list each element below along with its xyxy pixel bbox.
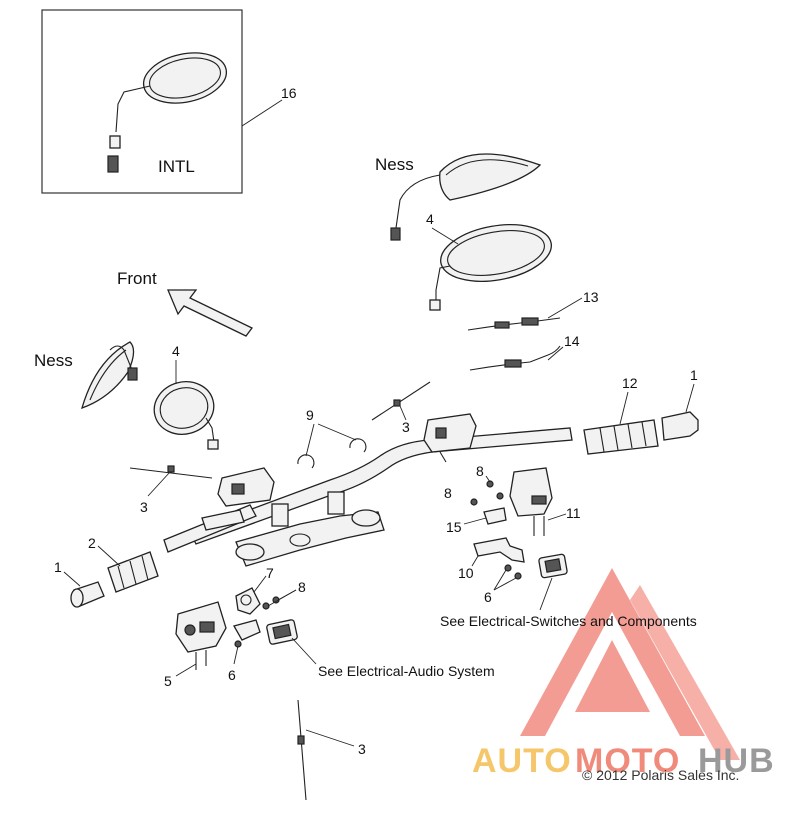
cable-tie-3-left	[129, 465, 213, 497]
cable-14	[469, 345, 564, 371]
inset-frame	[41, 9, 243, 194]
watermark-triangle-inner	[630, 585, 740, 760]
grip-2	[97, 545, 159, 593]
watermark-auto: AUTO	[472, 742, 572, 780]
left-switch-housing	[175, 601, 227, 677]
callout-3-bottom: 3	[358, 741, 366, 757]
callout-8-left: 8	[298, 579, 306, 595]
bracket-10	[471, 537, 525, 567]
callout-14: 14	[564, 333, 580, 349]
callout-3-upper: 3	[402, 419, 410, 435]
label-ness-left: Ness	[34, 351, 73, 370]
switch-module-right	[538, 553, 568, 611]
cable-tie-3-bottom	[297, 699, 355, 801]
watermark-triangle	[520, 568, 705, 736]
ness-mirror-left	[81, 341, 138, 410]
right-switch-housing	[509, 467, 567, 536]
mirror-4-top	[429, 224, 552, 311]
callout-12: 12	[622, 375, 638, 391]
inset-mirror-stem	[115, 85, 151, 133]
copyright: © 2012 Polaris Sales Inc.	[582, 767, 739, 783]
front-arrow	[167, 289, 253, 337]
cable-tie-3-upper	[371, 381, 431, 421]
callout-9: 9	[306, 407, 314, 423]
watermark-hub: HUB	[698, 742, 775, 780]
inset-adapter	[109, 135, 121, 149]
callout-4-top: 4	[426, 211, 434, 227]
triple-clamp	[235, 491, 385, 567]
mirror-4-left	[153, 381, 219, 450]
callout-13: 13	[583, 289, 599, 305]
callout-7: 7	[266, 565, 274, 581]
grip-12	[583, 391, 659, 455]
label-see-audio: See Electrical-Audio System	[318, 663, 495, 679]
intl-inset	[41, 9, 283, 194]
audio-switch-module	[266, 619, 317, 665]
callout-5: 5	[164, 673, 172, 689]
callout-16: 16	[281, 85, 297, 101]
inset-label: INTL	[158, 157, 195, 176]
left-controls-housing	[201, 467, 275, 531]
bracket-15	[463, 507, 507, 525]
ness-mirror-top	[390, 153, 542, 241]
inset-bolt	[107, 155, 119, 173]
callout-2: 2	[88, 535, 96, 551]
watermark-wordmark: AUTO MOTO HUB	[472, 742, 775, 780]
bracket-6-left	[233, 619, 261, 665]
label-front: Front	[117, 269, 157, 288]
watermark-logo	[520, 568, 740, 760]
end-cap-1-left	[63, 571, 105, 608]
callout-6-left: 6	[228, 667, 236, 683]
cable-13	[467, 297, 583, 331]
screw-8-mid	[470, 498, 478, 506]
callout-3-left: 3	[140, 499, 148, 515]
watermark-moto: MOTO	[575, 742, 680, 780]
label-see-switches: See Electrical-Switches and Components	[440, 613, 697, 629]
callout-1-left: 1	[54, 559, 62, 575]
screws-8-left	[262, 589, 297, 610]
label-ness-top: Ness	[375, 155, 414, 174]
clips-9	[297, 423, 367, 469]
callout-11: 11	[566, 505, 581, 521]
bracket-7	[235, 575, 267, 615]
callout-10: 10	[458, 565, 474, 581]
callout-8-mid: 8	[444, 485, 452, 501]
screws-6-right	[493, 564, 522, 591]
callout-15: 15	[446, 519, 462, 535]
callout-1-right: 1	[690, 367, 698, 383]
master-cylinder-right	[423, 413, 477, 463]
callout-8-right: 8	[476, 463, 484, 479]
screws-8-right	[485, 475, 504, 500]
callout-6-right: 6	[484, 589, 492, 605]
callout-4-left: 4	[172, 343, 180, 359]
end-cap-1-right	[661, 383, 699, 441]
